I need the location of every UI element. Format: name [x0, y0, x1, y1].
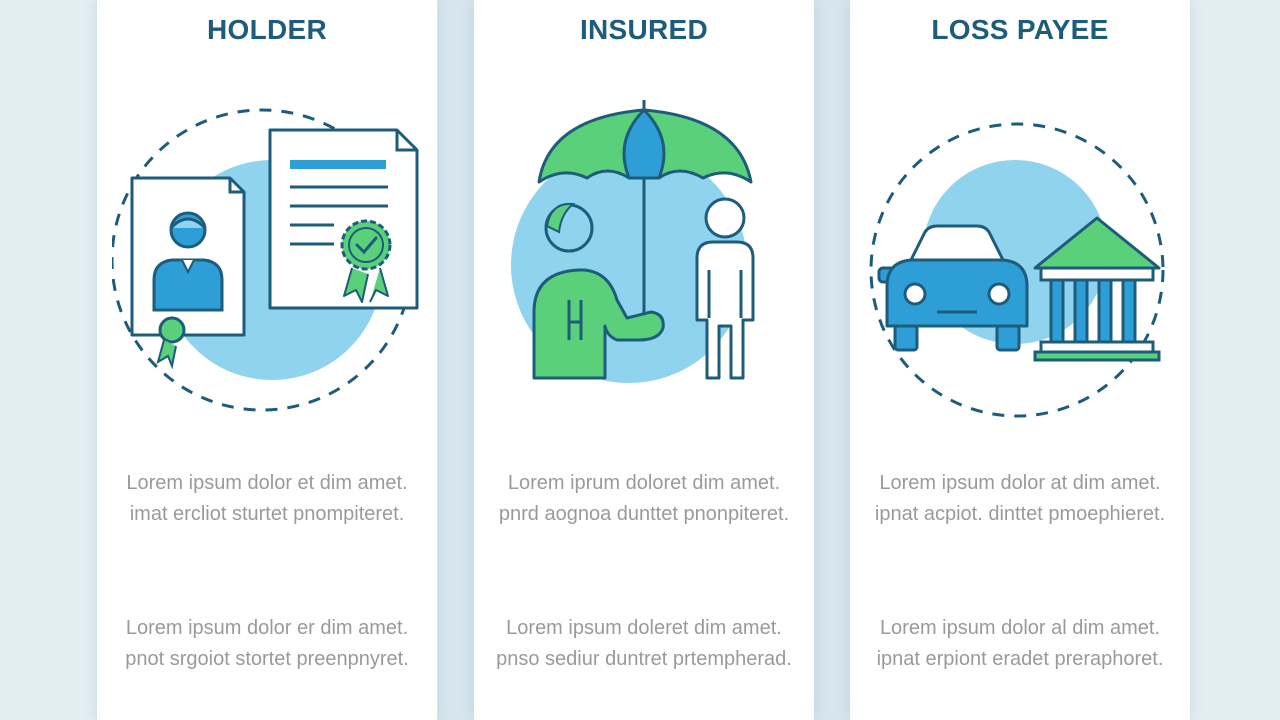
- card-description: Lorem ipsum dolor at dim amet. ipnat acp…: [874, 472, 1166, 525]
- card-description: Lorem ipsum doleret dim amet. pnso sediu…: [496, 617, 792, 670]
- background-strip: [438, 0, 474, 720]
- card-description: Lorem ipsum dolor et dim amet. imat ercl…: [126, 472, 408, 525]
- card-title: HOLDER: [206, 14, 328, 45]
- car-bank-icon: [869, 122, 1165, 418]
- insured-person-umbrella-icon: [511, 100, 755, 383]
- card-title: INSURED: [579, 14, 709, 45]
- policy-holder-documents-icon: [112, 108, 419, 412]
- background-strip: [812, 0, 850, 720]
- card-description: Lorem ipsum dolor al dim amet. ipnat erp…: [876, 617, 1164, 670]
- card-description: Lorem iprum doloret dim amet. pnrd aogno…: [498, 472, 790, 525]
- card-holder: HOLDER Lorem ipsum dolor et dim amet. im…: [97, 0, 437, 720]
- card-loss-payee: LOSS PAYEE Lorem ipsum dolor at dim amet…: [850, 0, 1190, 720]
- card-description: Lorem ipsum dolor er dim amet. pnot srgo…: [125, 617, 409, 670]
- card-insured: INSURED Lorem iprum doloret dim amet. pn…: [474, 0, 814, 720]
- card-title: LOSS PAYEE: [931, 14, 1109, 45]
